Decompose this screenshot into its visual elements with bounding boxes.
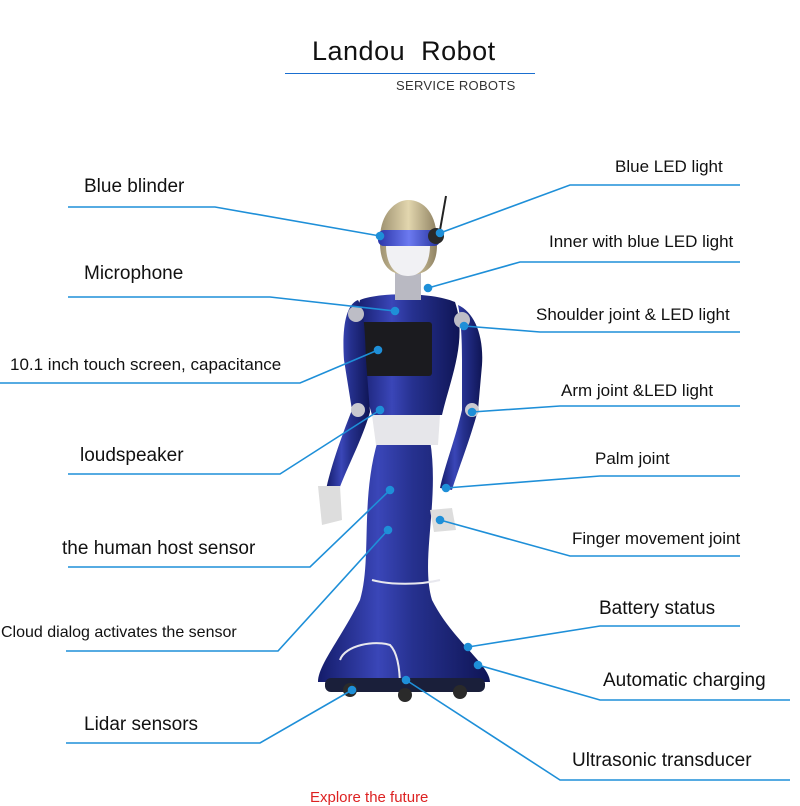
page-subtitle: SERVICE ROBOTS (396, 78, 516, 93)
label-host-sensor: the human host sensor (62, 538, 256, 559)
label-blue-led: Blue LED light (615, 157, 723, 176)
label-palm-joint: Palm joint (595, 449, 670, 468)
label-touch-screen: 10.1 inch touch screen, capacitance (10, 355, 282, 374)
leader-palm (445, 475, 740, 489)
label-finger-joint: Finger movement joint (572, 529, 741, 548)
label-charging: Automatic charging (603, 670, 766, 691)
label-blue-blinder: Blue blinder (84, 176, 185, 197)
robot-illustration (318, 195, 490, 702)
leader-charging (477, 664, 790, 701)
leader-microphone (68, 296, 396, 312)
leader-blue-blinder (68, 206, 381, 237)
label-cloud-dialog: Cloud dialog activates the sensor (1, 624, 237, 641)
label-battery: Battery status (599, 598, 716, 619)
page-title: Landou Robot (312, 36, 496, 66)
footer-cutoff-text: Explore the future (310, 789, 429, 806)
leader-cloud-dialog (66, 529, 389, 652)
leader-inner-led (427, 261, 740, 289)
title-underline (285, 73, 535, 74)
leader-ultrasonic (405, 679, 790, 781)
leader-shoulder (463, 325, 740, 333)
label-ultrasonic: Ultrasonic transducer (572, 750, 752, 771)
label-loudspeaker: loudspeaker (80, 445, 184, 466)
label-inner-led: Inner with blue LED light (549, 232, 734, 251)
leader-loudspeaker (68, 409, 381, 475)
leader-finger (439, 519, 740, 557)
label-microphone: Microphone (84, 263, 184, 284)
label-shoulder-joint: Shoulder joint & LED light (536, 305, 730, 324)
leader-touch-screen (0, 349, 379, 384)
label-arm-joint: Arm joint &LED light (561, 381, 714, 400)
leader-host-sensor (68, 489, 391, 568)
leader-lines (0, 184, 790, 781)
leader-arm-joint (471, 405, 740, 413)
leader-battery (467, 625, 740, 648)
leader-blue-led (439, 184, 740, 234)
label-lidar: Lidar sensors (84, 714, 199, 735)
leader-lidar (66, 689, 353, 744)
